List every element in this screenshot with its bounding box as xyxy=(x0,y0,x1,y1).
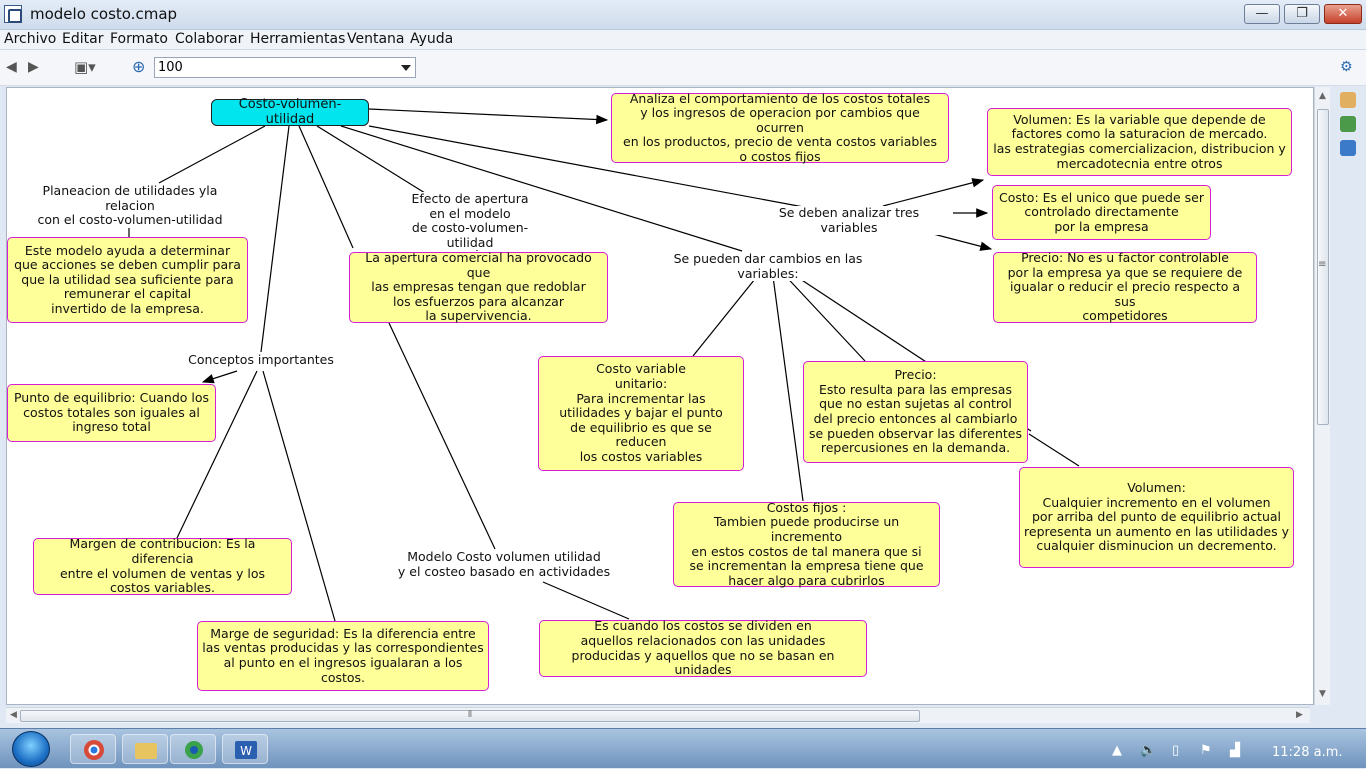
network-icon[interactable]: ▟ xyxy=(1230,743,1240,758)
cmaptools-taskbar-button[interactable] xyxy=(170,734,216,764)
cmaptools-app-icon[interactable] xyxy=(4,5,22,23)
vertical-scrollbar[interactable]: ▲ ≡ ▼ xyxy=(1314,87,1330,705)
zoom-value: 100 xyxy=(158,60,183,75)
explorer-taskbar-button[interactable] xyxy=(122,734,168,764)
concept-margen-seguridad[interactable]: Marge de seguridad: Es la diferencia ent… xyxy=(197,621,489,691)
menu-formato[interactable]: Formato xyxy=(110,31,168,47)
folder-icon xyxy=(135,743,157,759)
scroll-down-icon[interactable]: ▼ xyxy=(1319,689,1326,699)
start-button[interactable] xyxy=(12,731,50,767)
linking-phrase-cambios[interactable]: Se pueden dar cambios en las variables: xyxy=(643,251,893,282)
concept-costo-variable[interactable]: Costo: Es el unico que puede ser control… xyxy=(992,185,1211,240)
linking-phrase-conceptos[interactable]: Conceptos importantes xyxy=(187,352,335,368)
linking-phrase-modelo[interactable]: Modelo Costo volumen utilidad y el coste… xyxy=(397,549,611,580)
side-tools xyxy=(1334,58,1362,168)
window-title: modelo costo.cmap xyxy=(30,5,178,23)
maximize-button[interactable]: ❐ xyxy=(1284,4,1320,24)
concept-costos-fijos[interactable]: Costos fijos : Tambien puede producirse … xyxy=(673,500,940,587)
vertical-scroll-thumb[interactable] xyxy=(1317,109,1329,425)
concept-precio[interactable]: Precio: Esto resulta para las empresas q… xyxy=(803,361,1028,463)
chrome-taskbar-button[interactable] xyxy=(70,734,116,764)
menu-bar: Archivo Editar Formato Colaborar Herrami… xyxy=(0,30,1366,50)
battery-icon[interactable]: ▯ xyxy=(1172,743,1180,758)
concept-analiza[interactable]: Analiza el comportamiento de los costos … xyxy=(611,91,949,164)
concept-volumen-variable[interactable]: Volumen: Es la variable que depende de f… xyxy=(987,108,1292,176)
show-hidden-icons-icon[interactable]: ▲ xyxy=(1112,743,1122,758)
concept-modelo-ayuda[interactable]: Este modelo ayuda a determinar que accio… xyxy=(7,237,248,323)
concept-costeo-actividades[interactable]: Es cuando los costos se dividen en aquel… xyxy=(539,619,867,677)
concept-apertura[interactable]: La apertura comercial ha provocado que l… xyxy=(349,250,608,323)
concept-links xyxy=(128,108,1080,622)
collaboration-icon[interactable] xyxy=(1340,140,1356,156)
grip-icon: ⦀ xyxy=(468,710,472,720)
grip-icon: ≡ xyxy=(1318,259,1327,270)
zoom-select[interactable]: 100 xyxy=(154,57,416,78)
linking-phrase-efecto[interactable]: Efecto de apertura en el modelo de costo… xyxy=(395,191,545,251)
scroll-up-icon[interactable]: ▲ xyxy=(1319,91,1326,101)
concept-volumen[interactable]: Volumen: Cualquier incremento en el volu… xyxy=(1019,467,1294,568)
concept-map-canvas[interactable]: Costo-volumen-utilidad Planeacion de uti… xyxy=(6,87,1314,705)
scroll-left-icon[interactable]: ◀ xyxy=(10,710,17,720)
linking-phrase-analizar[interactable]: Se deben analizar tres variables xyxy=(749,205,949,236)
title-bar: modelo costo.cmap — ❐ ✕ xyxy=(0,0,1366,30)
style-palette-icon[interactable]: ⚙ xyxy=(1340,59,1353,75)
list-icon[interactable] xyxy=(1340,116,1356,132)
taskbar: W ▲ 🔈 ▯ ⚑ ▟ 11:28 a.m. xyxy=(0,728,1366,768)
menu-colaborar[interactable]: Colaborar xyxy=(175,31,244,47)
horizontal-scroll-thumb[interactable] xyxy=(20,710,920,722)
forward-arrow-icon[interactable]: ▶ xyxy=(28,59,39,75)
flag-icon[interactable]: ⚑ xyxy=(1200,743,1212,758)
cmap-icon xyxy=(185,741,203,759)
root-concept[interactable]: Costo-volumen-utilidad xyxy=(211,97,369,126)
back-arrow-icon[interactable]: ◀ xyxy=(6,59,17,75)
menu-ventana[interactable]: Ventana xyxy=(347,31,405,47)
scroll-right-icon[interactable]: ▶ xyxy=(1296,710,1303,720)
svg-text:W: W xyxy=(240,744,252,758)
minimize-button[interactable]: — xyxy=(1244,4,1280,24)
zoom-icon: ⊕ xyxy=(132,57,146,76)
concept-precio-variable[interactable]: Precio: No es u factor controlable por l… xyxy=(993,250,1257,323)
concept-margen-contribucion[interactable]: Margen de contribucion: Es la diferencia… xyxy=(33,537,292,595)
concept-punto-equilibrio[interactable]: Punto de equilibrio: Cuando los costos t… xyxy=(7,384,216,442)
menu-ayuda[interactable]: Ayuda xyxy=(410,31,454,47)
linking-phrase-planeacion[interactable]: Planeacion de utilidades yla relacion co… xyxy=(20,183,240,228)
menu-editar[interactable]: Editar xyxy=(62,31,104,47)
horizontal-scrollbar[interactable]: ◀ ⦀ ▶ xyxy=(6,707,1310,723)
volume-icon[interactable]: 🔈 xyxy=(1140,743,1157,758)
menu-archivo[interactable]: Archivo xyxy=(4,31,57,47)
menu-herramientas[interactable]: Herramientas xyxy=(250,31,346,47)
word-taskbar-button[interactable]: W xyxy=(222,734,268,764)
concept-costo-variable-unitario[interactable]: Costo variable unitario: Para incrementa… xyxy=(538,356,744,471)
chevron-down-icon[interactable] xyxy=(401,65,411,71)
window-list-icon[interactable]: ▣▾ xyxy=(74,58,96,76)
close-button[interactable]: ✕ xyxy=(1324,4,1362,24)
word-icon: W xyxy=(235,741,257,759)
paint-icon[interactable] xyxy=(1340,92,1356,108)
chrome-icon xyxy=(84,740,104,760)
clock[interactable]: 11:28 a.m. xyxy=(1272,745,1343,760)
